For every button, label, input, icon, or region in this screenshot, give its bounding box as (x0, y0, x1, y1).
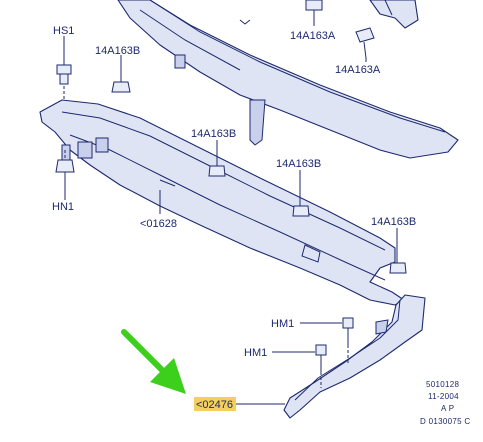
label-14A163B-middle: 14A163B (191, 128, 236, 140)
clip-14A163B-right (389, 228, 407, 274)
clip-14A163A-top (305, 0, 323, 22)
nut-HN1 (55, 150, 75, 195)
label-14A163A-right: 14A163A (335, 64, 381, 76)
stamp-line-1: 5010128 (426, 380, 459, 389)
label-14A163A-top: 14A163A (290, 30, 336, 42)
stud-HM1-upper (342, 317, 354, 365)
label-HM1-upper: HM1 (271, 318, 294, 330)
label-HS1: HS1 (53, 25, 74, 37)
label-02476: <02476 (196, 399, 233, 411)
upper-right-bracket (369, 0, 419, 29)
lower-bracket-02476 (283, 294, 426, 419)
target-highlight (194, 397, 236, 411)
clip-14A163B-left (111, 55, 131, 93)
label-14A163B-right: 14A163B (371, 216, 416, 228)
stamp-line-4: D 0130075 C (420, 417, 470, 426)
clip-14A163B-center (292, 170, 310, 217)
label-HM1-lower: HM1 (244, 347, 267, 359)
upper-support-rail (117, 0, 459, 159)
label-HN1: HN1 (52, 201, 74, 213)
bolt-HS1 (56, 38, 72, 100)
stamp-line-3: A P (441, 404, 454, 413)
label-14A163B-center: 14A163B (276, 158, 321, 170)
stud-HM1-lower (315, 344, 327, 388)
drawing-stamp: 5010128 11-2004 A P D 0130075 C (420, 380, 470, 426)
clip-14A163A-right (355, 27, 375, 59)
clip-14A163B-middle (208, 140, 226, 177)
label-01628: <01628 (140, 218, 177, 230)
stamp-line-2: 11-2004 (428, 392, 459, 401)
label-14A163B-left: 14A163B (95, 45, 140, 57)
pointer-arrow (121, 329, 186, 394)
leader-lines (63, 22, 367, 405)
